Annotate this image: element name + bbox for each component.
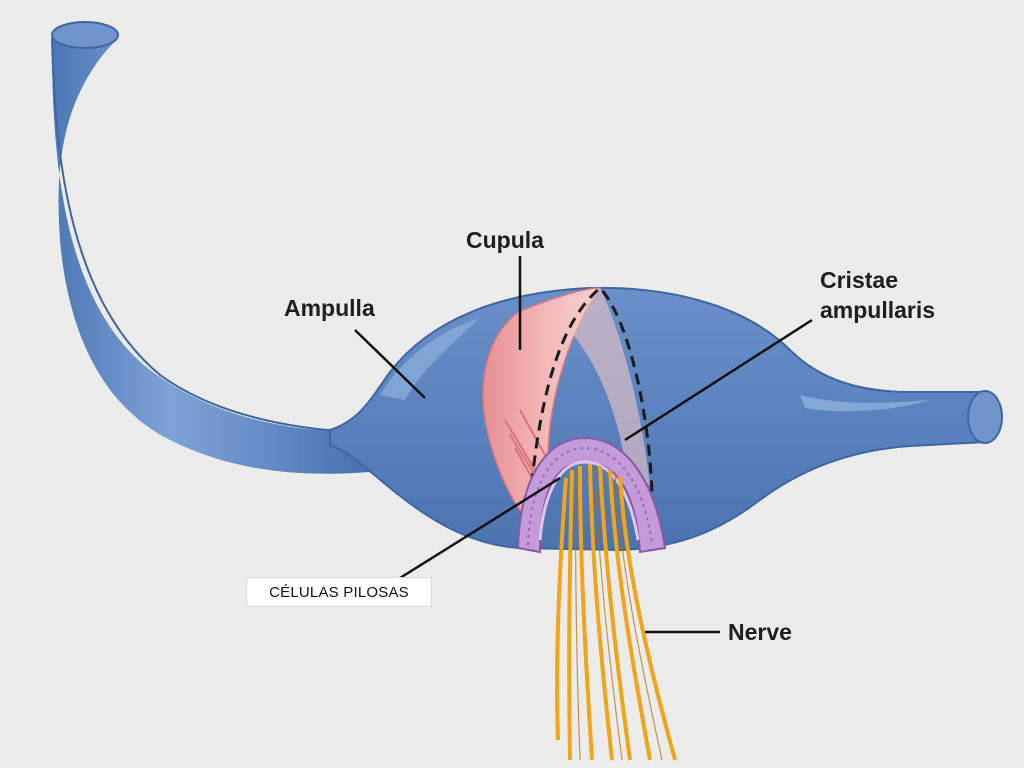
cupula-outline — [526, 285, 654, 521]
nerve-fibers — [555, 463, 677, 761]
crista-ampullaris — [516, 436, 667, 554]
cristae-label-line2: ampullaris — [820, 297, 935, 323]
cupula-label: Cupula — [466, 227, 544, 253]
ampulla-body — [329, 286, 1003, 552]
canal-opening — [51, 21, 119, 49]
cupula — [482, 285, 654, 522]
ampulla-leader — [354, 329, 426, 399]
hair-cells-leader — [399, 476, 561, 580]
hair-cells-label: CÉLULAS PILOSAS — [246, 577, 432, 607]
cristae-label-line1: Cristae — [820, 267, 898, 293]
ampulla-outlet — [967, 390, 1003, 444]
nerve-label: Nerve — [728, 619, 792, 645]
ampulla-label: Ampulla — [284, 295, 375, 321]
cristae-leader — [624, 318, 813, 442]
leader-lines — [354, 256, 813, 634]
semicircular-canal — [51, 21, 390, 474]
